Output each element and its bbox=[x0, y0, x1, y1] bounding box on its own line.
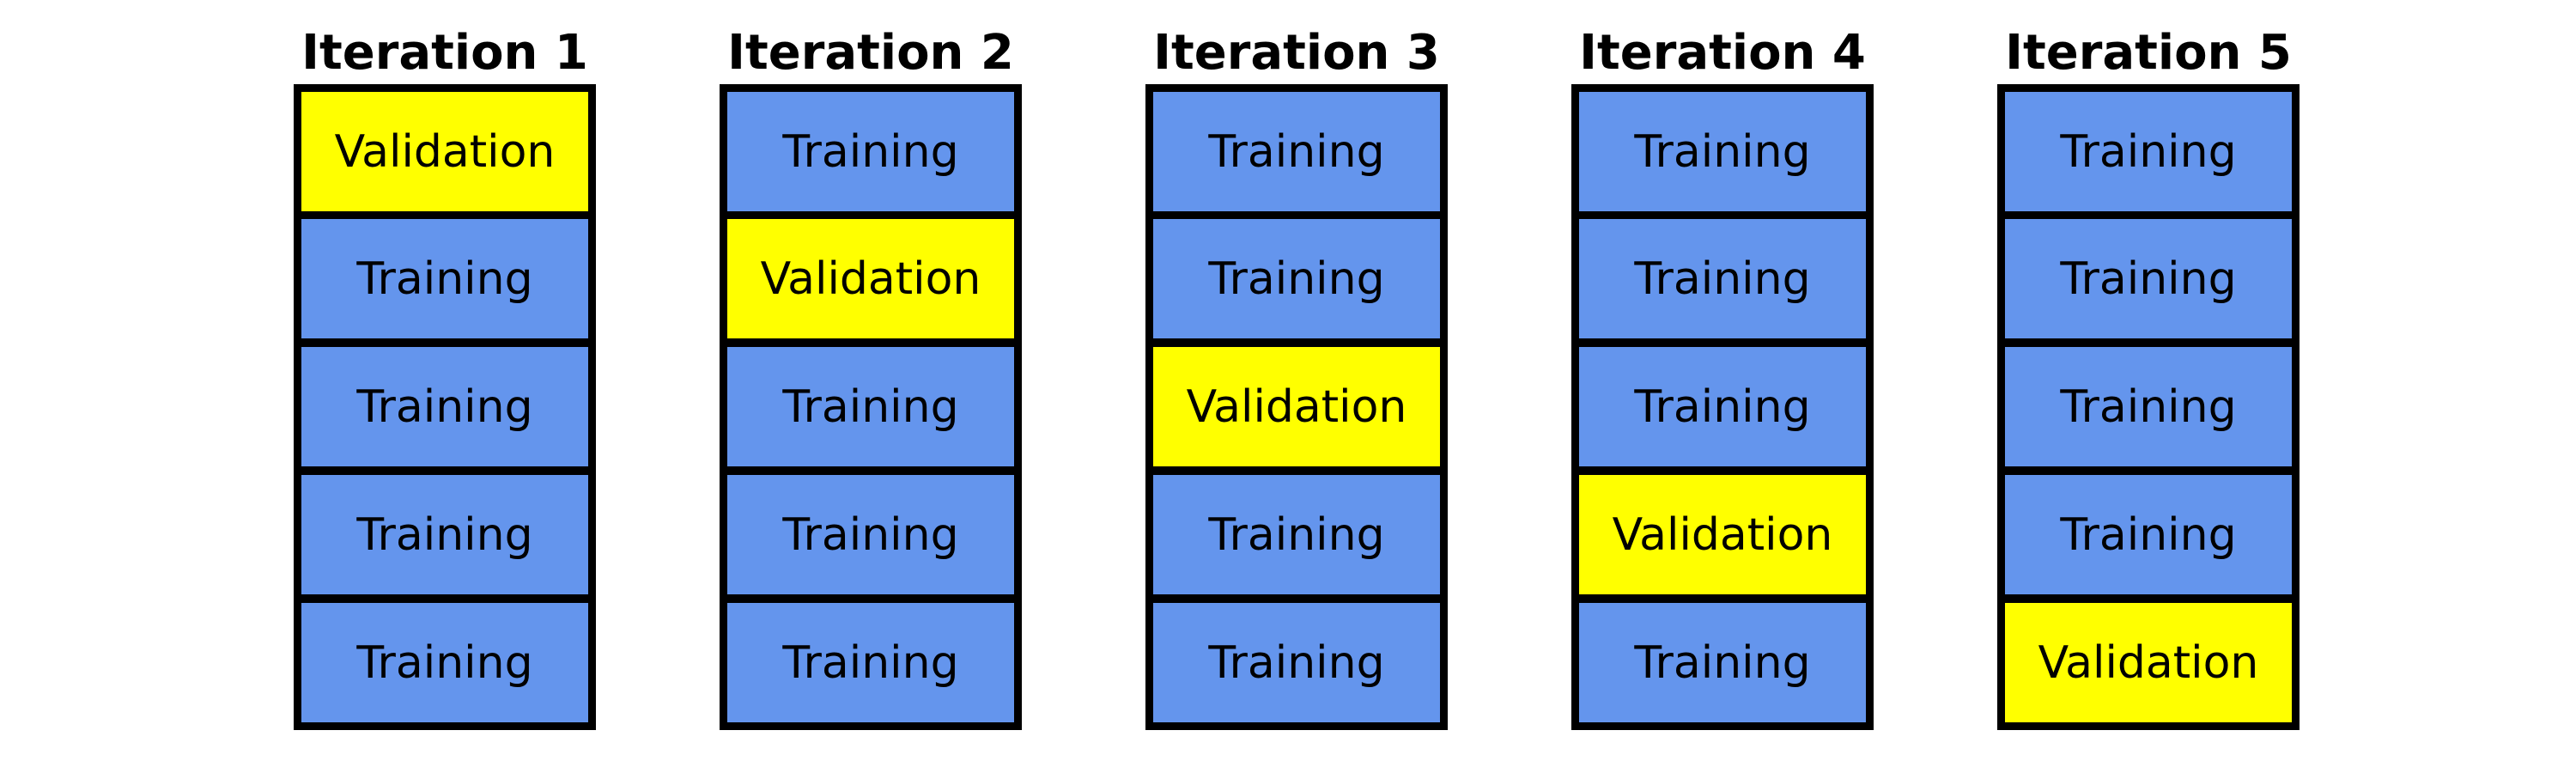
fold-5: Training bbox=[1571, 595, 1874, 730]
fold-3: Training bbox=[294, 339, 596, 474]
fold-2: Validation bbox=[720, 211, 1022, 346]
iteration-title: Iteration 5 bbox=[2005, 25, 2292, 81]
iteration-title: Iteration 1 bbox=[301, 25, 588, 81]
fold-stack: Training Validation Training Training Tr… bbox=[720, 84, 1022, 730]
fold-1: Training bbox=[1571, 84, 1874, 219]
fold-1: Training bbox=[1145, 84, 1448, 219]
fold-2: Training bbox=[1145, 211, 1448, 346]
fold-stack: Training Training Training Validation Tr… bbox=[1571, 84, 1874, 730]
fold-1: Training bbox=[720, 84, 1022, 219]
fold-5: Training bbox=[294, 595, 596, 730]
fold-3: Training bbox=[1997, 339, 2300, 474]
iteration-title: Iteration 2 bbox=[727, 25, 1014, 81]
fold-5: Training bbox=[1145, 595, 1448, 730]
fold-2: Training bbox=[1997, 211, 2300, 346]
fold-4: Training bbox=[1145, 467, 1448, 602]
iteration-title: Iteration 3 bbox=[1153, 25, 1440, 81]
fold-2: Training bbox=[294, 211, 596, 346]
fold-4: Training bbox=[1997, 467, 2300, 602]
fold-1: Training bbox=[1997, 84, 2300, 219]
fold-stack: Training Training Training Training Vali… bbox=[1997, 84, 2300, 730]
fold-5: Validation bbox=[1997, 595, 2300, 730]
fold-4: Training bbox=[294, 467, 596, 602]
fold-4: Training bbox=[720, 467, 1022, 602]
fold-5: Training bbox=[720, 595, 1022, 730]
fold-3: Training bbox=[1571, 339, 1874, 474]
iteration-title: Iteration 4 bbox=[1579, 25, 1866, 81]
fold-2: Training bbox=[1571, 211, 1874, 346]
fold-3: Training bbox=[720, 339, 1022, 474]
fold-4: Validation bbox=[1571, 467, 1874, 602]
fold-stack: Training Training Validation Training Tr… bbox=[1145, 84, 1448, 730]
fold-3: Validation bbox=[1145, 339, 1448, 474]
fold-stack: Validation Training Training Training Tr… bbox=[294, 84, 596, 730]
fold-1: Validation bbox=[294, 84, 596, 219]
